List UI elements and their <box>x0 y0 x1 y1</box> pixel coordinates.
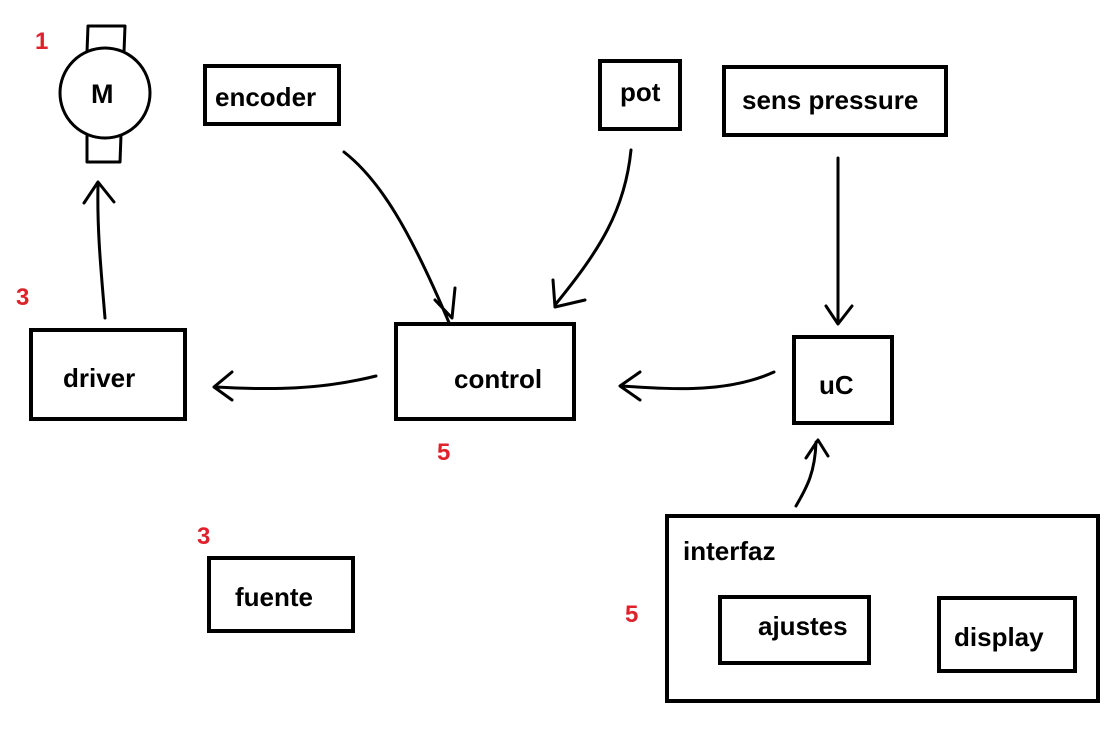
annotation-motor: 1 <box>35 28 49 55</box>
driver-block: driver <box>29 328 187 421</box>
arrow-control-to-driver <box>212 370 378 402</box>
sens-pressure-block: sens pressure <box>722 65 948 137</box>
pot-label: pot <box>620 77 661 107</box>
fuente-label: fuente <box>235 582 313 612</box>
arrow-encoder-to-control <box>342 150 457 327</box>
motor-label: M <box>91 79 114 109</box>
interfaz-block: interfaz ajustes display <box>665 514 1100 703</box>
arrow-uc-to-control <box>618 370 776 402</box>
motor-symbol <box>58 24 152 164</box>
encoder-label: encoder <box>215 82 317 112</box>
ajustes-label: ajustes <box>758 611 848 641</box>
interfaz-label: interfaz <box>683 536 776 566</box>
driver-label: driver <box>63 363 136 393</box>
annotation-interfaz: 5 <box>625 601 639 628</box>
fuente-block: fuente <box>207 556 355 633</box>
control-block: control <box>394 322 576 421</box>
uc-label: uC <box>819 370 854 400</box>
annotation-driver: 3 <box>16 284 30 311</box>
display-block: display <box>937 596 1077 673</box>
sens-pressure-label: sens pressure <box>742 85 919 115</box>
arrow-driver-to-motor <box>82 180 116 320</box>
annotation-fuente: 3 <box>197 523 211 550</box>
uc-block: uC <box>792 335 894 425</box>
arrow-sens-to-uc <box>824 156 854 326</box>
arrow-pot-to-control <box>551 148 633 309</box>
ajustes-block: ajustes <box>718 595 871 665</box>
encoder-block: encoder <box>203 64 341 126</box>
control-label: control <box>454 364 543 394</box>
pot-block: pot <box>598 59 682 131</box>
annotation-control: 5 <box>437 439 451 466</box>
display-label: display <box>954 622 1044 652</box>
arrow-interfaz-to-uc <box>794 438 830 508</box>
